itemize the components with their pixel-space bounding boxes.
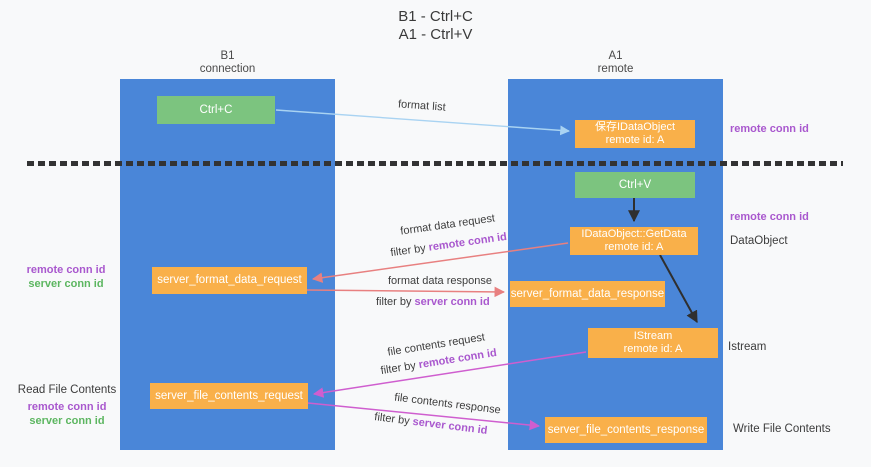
format-data-response-label: format data response xyxy=(388,275,492,287)
column-b1-role: connection xyxy=(199,63,256,75)
server-file-contents-response-box: server_file_contents_response xyxy=(545,417,707,443)
read-file-contents-label: Read File Contents xyxy=(17,384,117,396)
file-contents-response-label: file contents response xyxy=(394,392,502,417)
save-idataobject-box: 保存IDataObject remote id: A xyxy=(575,120,695,148)
column-a1-name: A1 xyxy=(608,50,623,62)
column-header-b1: B1 connection xyxy=(120,50,335,76)
right-remote-conn-id-2: remote conn id xyxy=(730,211,809,223)
left-server-conn-id-2: server conn id xyxy=(29,415,105,427)
format-list-text: format list xyxy=(397,98,447,114)
left-conn-id-stack: remote conn id server conn id xyxy=(18,263,114,291)
server-format-data-request-box: server_format_data_request xyxy=(152,267,307,294)
save-idataobject-line1: 保存IDataObject xyxy=(594,121,676,133)
left-remote-conn-id-1: remote conn id xyxy=(26,264,106,276)
filter-by-text: filter by xyxy=(376,296,415,308)
ctrl-c-label: Ctrl+C xyxy=(199,103,233,116)
save-idataobject-line2: remote id: A xyxy=(605,134,665,146)
dataobject-label: DataObject xyxy=(730,235,788,247)
left-remote-conn-id-2: remote conn id xyxy=(27,401,107,413)
server-format-data-response-box: server_format_data_response xyxy=(510,281,665,307)
right-remote-conn-id-1: remote conn id xyxy=(730,123,809,135)
ctrl-v-box: Ctrl+V xyxy=(575,172,695,198)
server-file-contents-request-box: server_file_contents_request xyxy=(150,383,308,409)
ctrl-v-label: Ctrl+V xyxy=(618,178,652,191)
title-line-1: B1 - Ctrl+C xyxy=(398,8,473,25)
getdata-line1: IDataObject::GetData xyxy=(581,228,687,240)
server-conn-id-text: server conn id xyxy=(411,415,489,437)
format-data-response-text: format data response xyxy=(388,275,492,287)
filter-by-server-label-1: filter by server conn id xyxy=(376,296,490,308)
server-file-contents-request-label: server_file_contents_request xyxy=(155,389,303,402)
istream-side-label: Istream xyxy=(728,341,767,353)
server-file-contents-response-label: server_file_contents_response xyxy=(547,423,705,436)
filter-by-text: filter by xyxy=(379,359,420,378)
getdata-line2: remote id: A xyxy=(604,241,664,253)
filter-by-server-label-2: filter by server conn id xyxy=(374,411,488,437)
server-conn-id-text: server conn id xyxy=(414,296,490,308)
left-read-file-stack: Read File Contents remote conn id server… xyxy=(16,383,118,428)
server-format-data-response-label: server_format_data_response xyxy=(510,287,665,300)
column-b1-name: B1 xyxy=(220,50,235,62)
separator-dashed-line xyxy=(27,161,843,166)
page-title: B1 - Ctrl+C A1 - Ctrl+V xyxy=(0,8,871,44)
filter-by-text: filter by xyxy=(373,411,414,428)
column-a1-role: remote xyxy=(597,63,634,75)
left-server-conn-id-1: server conn id xyxy=(28,278,104,290)
title-line-2: A1 - Ctrl+V xyxy=(398,26,473,43)
format-data-response-arrow xyxy=(306,286,506,298)
remote-conn-id-text: remote conn id xyxy=(427,230,508,254)
istream-line2: remote id: A xyxy=(623,343,683,355)
write-file-contents-label: Write File Contents xyxy=(733,423,831,435)
idataobject-getdata-box: IDataObject::GetData remote id: A xyxy=(570,227,698,255)
filter-by-text: filter by xyxy=(389,241,430,260)
istream-line1: IStream xyxy=(633,330,673,342)
ctrl-c-box: Ctrl+C xyxy=(157,96,275,124)
format-list-label: format list xyxy=(398,98,446,113)
istream-box: IStream remote id: A xyxy=(588,328,718,358)
column-header-a1: A1 remote xyxy=(508,50,723,76)
server-format-data-request-label: server_format_data_request xyxy=(157,274,302,286)
file-contents-response-text: file contents response xyxy=(393,391,502,417)
